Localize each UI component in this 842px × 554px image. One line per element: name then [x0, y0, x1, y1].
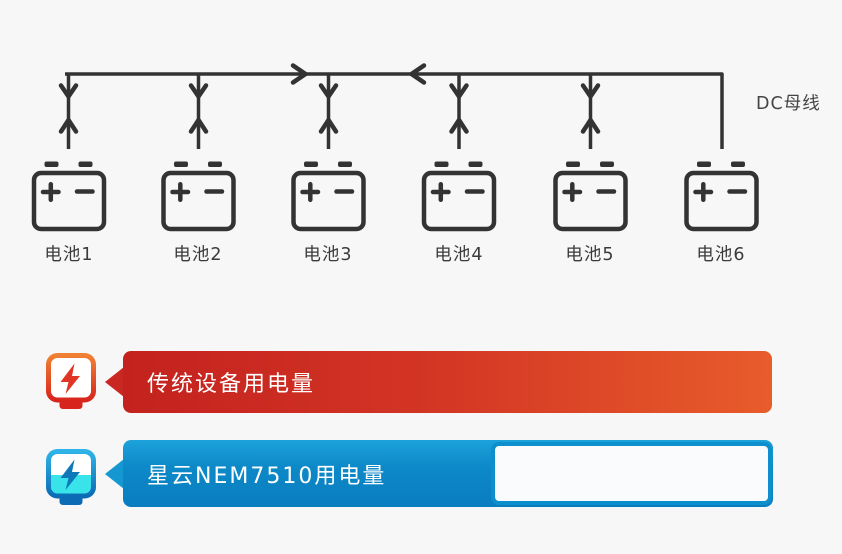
bus-arrow-right-icon — [290, 63, 308, 85]
battery-label-4: 电池4 — [434, 245, 484, 265]
lightning-meter-blue-icon — [46, 449, 96, 505]
riser-arrows-icon — [61, 74, 76, 149]
red-bar-pointer-icon — [105, 367, 124, 397]
bus-arrow-left-icon — [409, 63, 427, 85]
nebula-consumption-bar: 星云NEM7510用电量 — [123, 440, 773, 507]
riser-arrows-icon — [191, 74, 206, 149]
battery-label-6: 电池6 — [696, 245, 746, 265]
nebula-bar-empty-track — [490, 442, 772, 505]
blue-bar-pointer-icon — [105, 459, 124, 489]
dc-bus-line — [65, 72, 724, 149]
traditional-consumption-bar: 传统设备用电量 — [123, 351, 772, 413]
battery-label-2: 电池2 — [173, 245, 223, 265]
battery-label-3: 电池3 — [303, 245, 353, 265]
lightning-meter-red-icon — [46, 353, 96, 409]
traditional-bar-label: 传统设备用电量 — [147, 372, 316, 397]
riser-arrows-icon — [321, 74, 336, 149]
battery-label-1: 电池1 — [44, 245, 94, 265]
battery-symbol-icon — [424, 162, 494, 230]
dc-bus-diagram — [0, 63, 842, 310]
battery-symbol-icon — [164, 162, 234, 230]
battery-symbol-icon — [294, 162, 364, 230]
dc-bus-label: DC母线 — [756, 94, 821, 114]
riser-arrows-icon — [583, 74, 598, 149]
battery-symbol-icon — [556, 162, 626, 230]
battery-symbol-icon — [687, 162, 757, 230]
battery-symbol-icon — [34, 162, 104, 230]
nebula-bar-label: 星云NEM7510用电量 — [147, 463, 387, 489]
battery-label-5: 电池5 — [565, 245, 615, 265]
riser-arrows-icon — [452, 74, 467, 149]
